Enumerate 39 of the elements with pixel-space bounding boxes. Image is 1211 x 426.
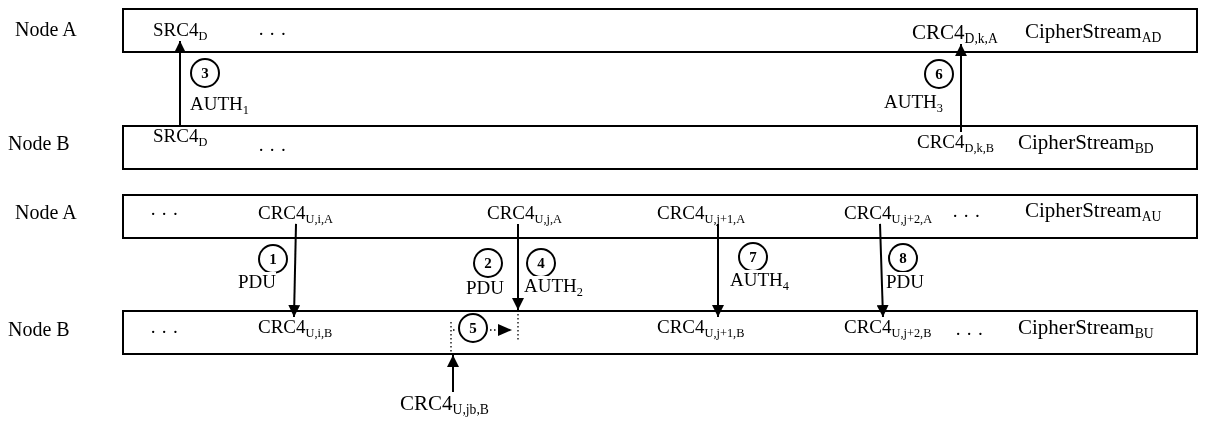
counter-label: CRC4$_{U,j+2,B}$ — [844, 317, 932, 338]
ellipsis: · · · — [955, 324, 984, 345]
stream-name: CipherStream$_{AU}$ — [1025, 199, 1162, 223]
edge-label: AUTH$_{4}$ — [730, 270, 789, 291]
counter-label: CRC4$_{U,j+2,A}$ — [844, 203, 933, 224]
ellipsis: · · · — [258, 140, 287, 161]
counter-label: CRC4$_{D,k,A}$ — [912, 21, 998, 45]
ellipsis: · · · — [150, 322, 179, 343]
node-label: Node B — [8, 132, 70, 154]
arrow — [288, 222, 301, 318]
stream-name: CipherStream$_{AD}$ — [1025, 20, 1162, 44]
edge-label: AUTH$_{1}$ — [190, 94, 249, 115]
stream-name: CipherStream$_{BU}$ — [1018, 316, 1154, 340]
arrow — [174, 39, 186, 127]
counter-label: CRC4$_{D,k,B}$ — [917, 132, 995, 153]
stream-name: CipherStream$_{BD}$ — [1018, 131, 1154, 155]
counter-label: SRC4$_{D}$ — [153, 126, 208, 147]
counter-label: CRC4$_{U,j+1,A}$ — [657, 203, 746, 224]
node-label: Node B — [8, 318, 70, 340]
counter-label: CRC4$_{U,j,A}$ — [487, 203, 562, 224]
counter-label: SRC4$_{D}$ — [153, 20, 208, 41]
edge-label: AUTH$_{3}$ — [884, 92, 943, 113]
ellipsis: · · · — [258, 24, 287, 45]
step-label: AUTH$_{2}$ — [524, 276, 583, 297]
counter-label: CRC4$_{U,i,B}$ — [258, 317, 333, 338]
arrow — [876, 222, 889, 318]
arrow — [955, 43, 967, 133]
ellipsis: · · · — [150, 204, 179, 225]
counter-label: CRC4$_{U,jb,B}$ — [400, 392, 489, 416]
node-label: Node A — [15, 201, 77, 223]
node-label: Node A — [15, 18, 77, 40]
step-number: 3 — [190, 58, 220, 88]
step-number: 5 — [458, 313, 488, 343]
counter-label: CRC4$_{U,i,A}$ — [258, 203, 333, 224]
step-number: 6 — [924, 59, 954, 89]
counter-label: CRC4$_{U,j+1,B}$ — [657, 317, 745, 338]
arrow — [447, 354, 459, 393]
ellipsis: · · · — [952, 206, 981, 227]
arrow — [512, 222, 524, 311]
